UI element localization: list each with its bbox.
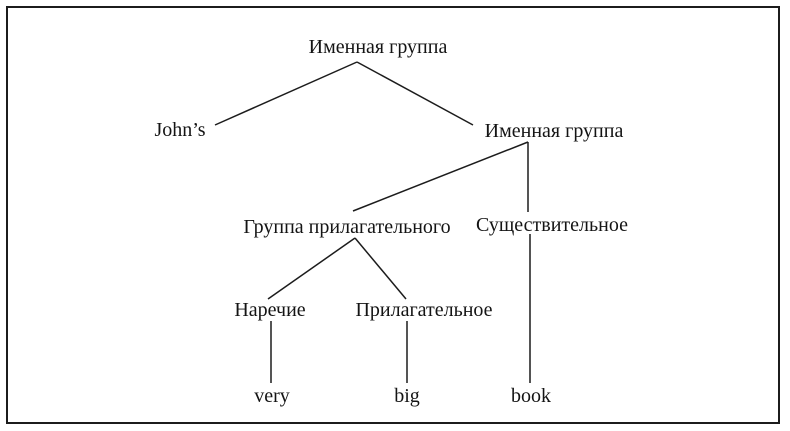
tree-edge-adjective-phrase-to-adjective (354, 237, 407, 300)
tree-node-adverb: Наречие (234, 299, 306, 321)
tree-node-word-very: very (254, 385, 290, 407)
tree-node-word-big: big (394, 385, 420, 407)
tree-edge-np-root-to-np-inner (356, 61, 474, 126)
tree-edge-np-root-to-possessive-johns (214, 61, 358, 126)
tree-node-adjective: Прилагательное (355, 299, 493, 321)
tree-node-word-book: book (511, 385, 551, 407)
tree-node-adjective-phrase: Группа прилагательного (243, 216, 451, 238)
tree-edge-adjective-phrase-to-adverb (267, 237, 356, 300)
tree-edge-np-inner-to-adjective-phrase (352, 141, 529, 212)
tree-node-noun: Существительное (476, 214, 628, 236)
tree-node-possessive-johns: John’s (154, 119, 206, 141)
tree-node-np-root: Именная группа (308, 36, 448, 58)
figure-border (6, 6, 780, 424)
tree-node-np-inner: Именная группа (484, 120, 624, 142)
